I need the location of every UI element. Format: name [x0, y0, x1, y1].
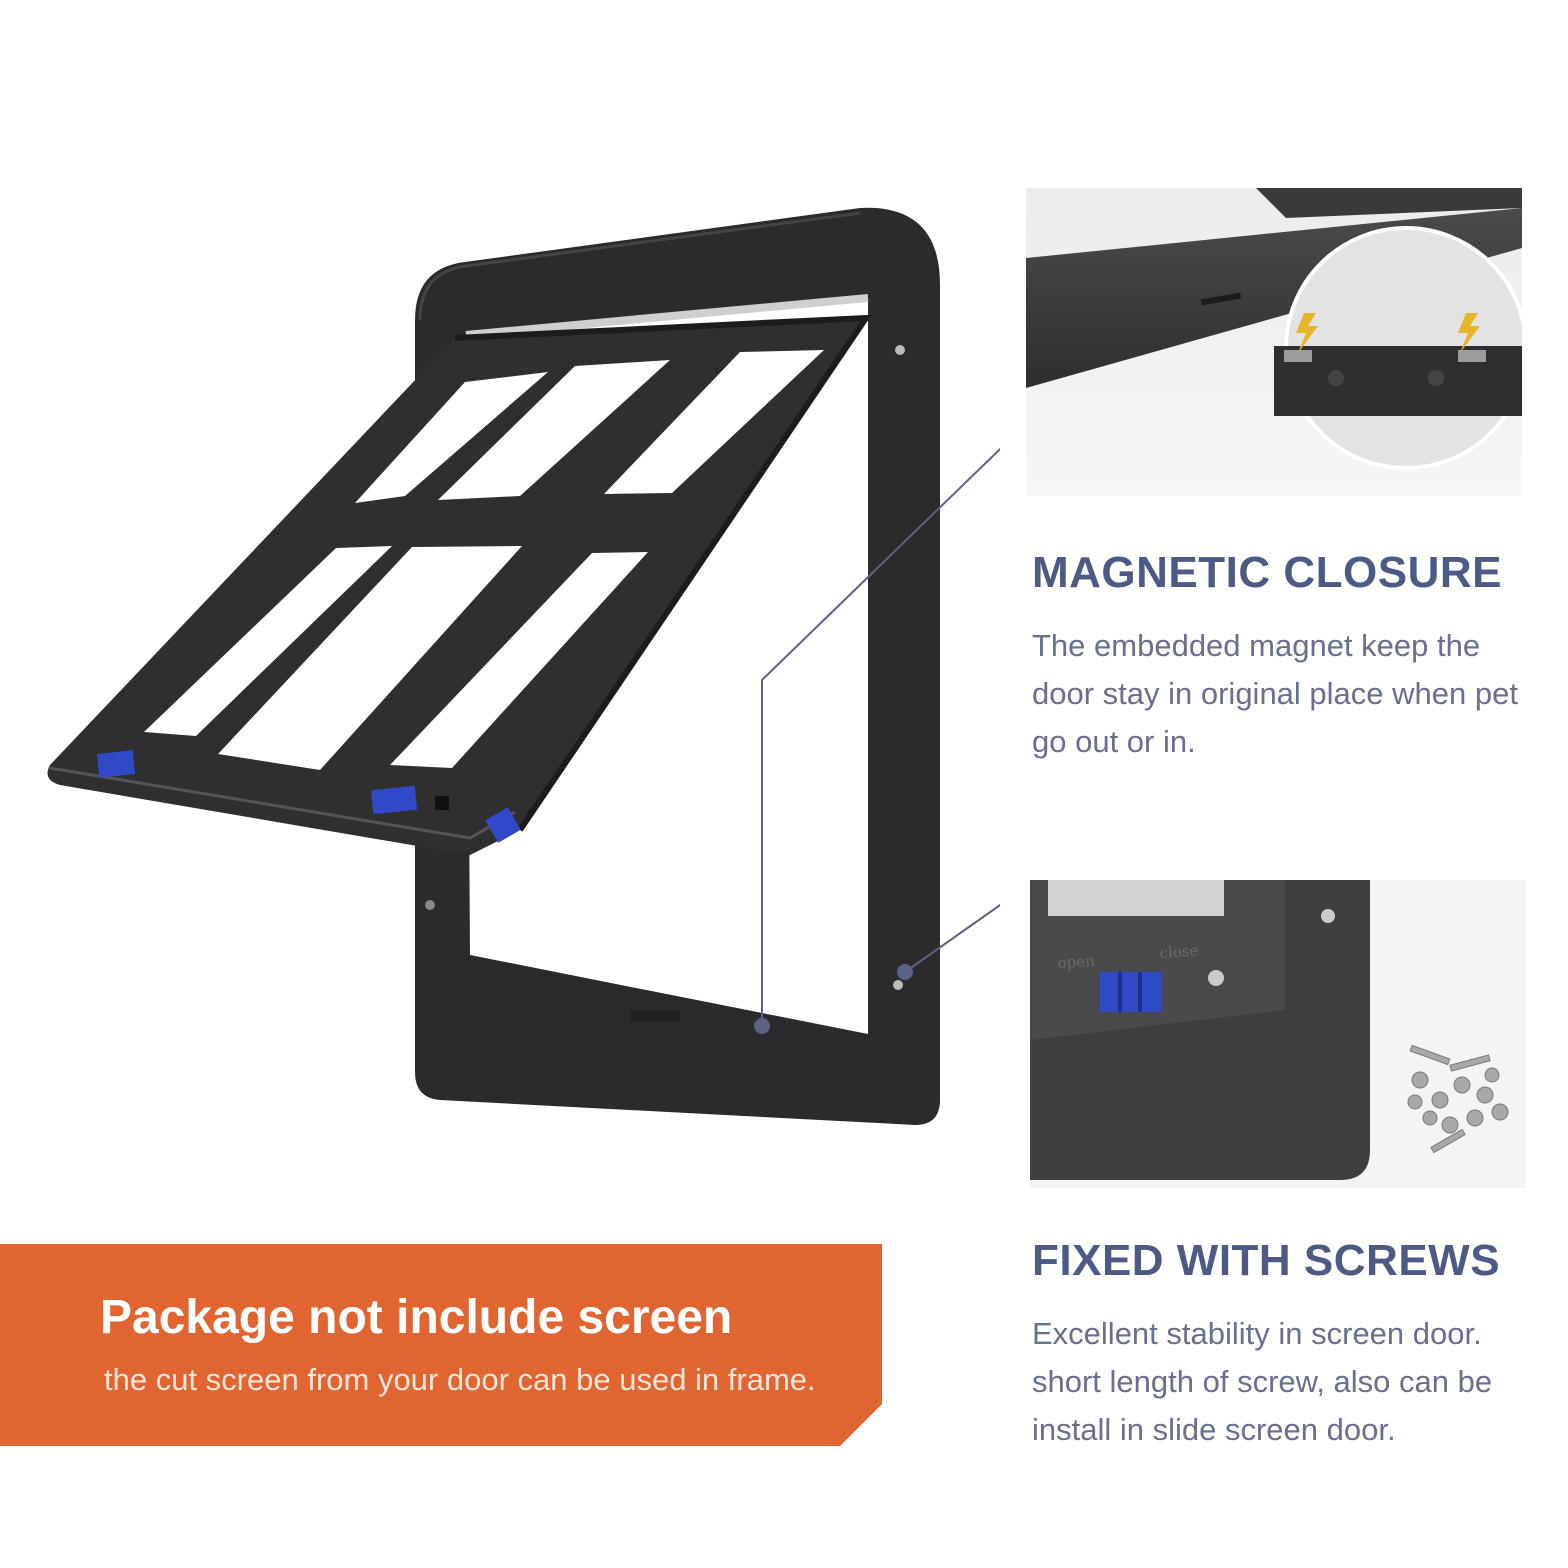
latch-switch	[1100, 972, 1162, 1012]
screw-detail-photo: open close	[1030, 880, 1526, 1188]
callout-line-magnet	[761, 447, 1000, 1026]
feature-desc-magnetic: The embedded magnet keep the door stay i…	[1032, 622, 1532, 766]
open-flap	[47, 314, 872, 855]
magnet-lightning-icon	[1458, 313, 1480, 353]
feature-desc-line: Excellent stability in screen door.	[1032, 1316, 1482, 1351]
latch-left	[96, 750, 136, 778]
feature-desc-screws: Excellent stability in screen door. shor…	[1032, 1310, 1532, 1454]
banner-title: Package not include screen	[100, 1291, 733, 1344]
switch-close-label: close	[1159, 941, 1199, 962]
pet-door-product-image	[47, 207, 1000, 1125]
feature-desc-line: go out or in.	[1032, 724, 1196, 759]
latch-edge	[485, 807, 521, 843]
magnet-lightning-icon	[1296, 313, 1318, 353]
feature-desc-line: short length of screw, also can be	[1032, 1364, 1493, 1399]
package-banner	[0, 1244, 882, 1446]
feature-title-screws: FIXED WITH SCREWS	[1032, 1236, 1501, 1285]
feature-title-magnetic: MAGNETIC CLOSURE	[1032, 548, 1502, 597]
banner-subtitle: the cut screen from your door can be use…	[104, 1362, 816, 1397]
feature-desc-line: The embedded magnet keep the	[1032, 628, 1481, 663]
screws-pile	[1407, 1044, 1509, 1154]
magnet-detail-photo	[1026, 188, 1522, 496]
switch-open-label: open	[1057, 951, 1096, 972]
latch-center	[370, 785, 418, 815]
feature-desc-line: door stay in original place when pet	[1032, 676, 1518, 711]
feature-desc-line: install in slide screen door.	[1032, 1412, 1396, 1447]
callout-line-screw	[904, 903, 1000, 973]
